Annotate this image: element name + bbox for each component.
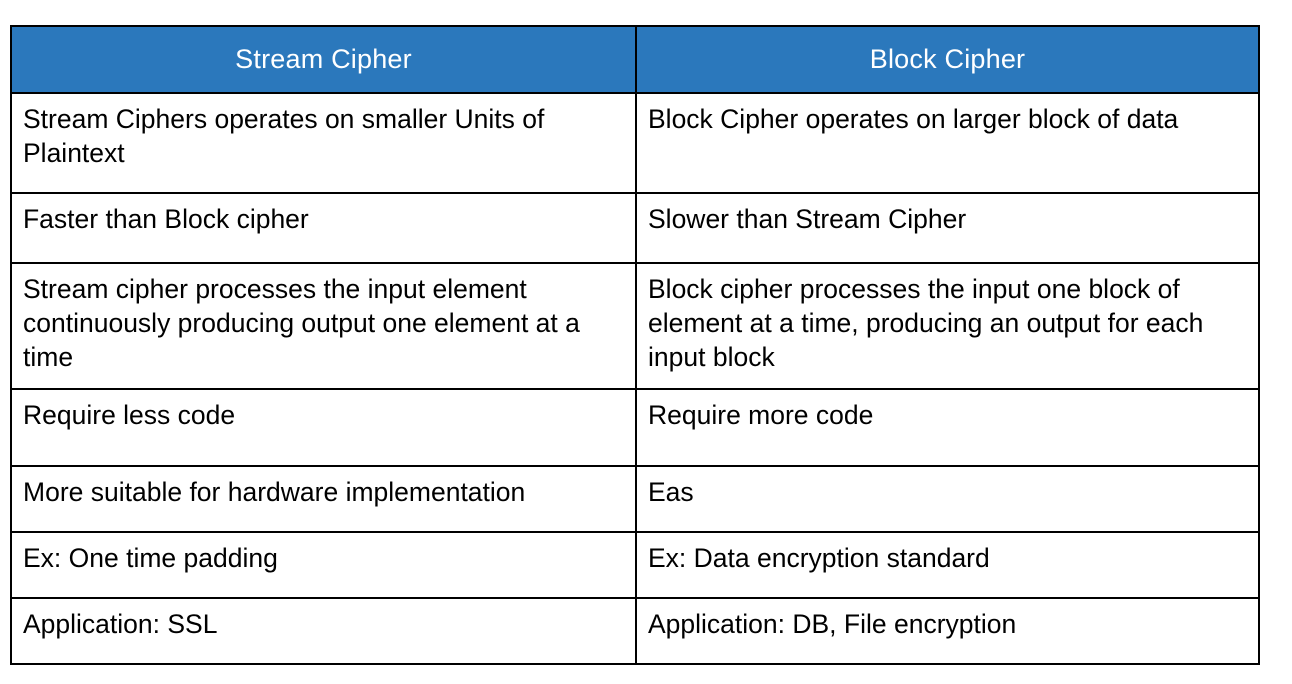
cell-stream-cipher-7: Application: SSL <box>10 597 637 665</box>
cell-block-cipher-5: Eas <box>635 465 1260 533</box>
cell-stream-cipher-6: Ex: One time padding <box>10 531 637 599</box>
table-row: Require less code Require more code <box>10 388 1260 467</box>
table-row: Application: SSL Application: DB, File e… <box>10 597 1260 665</box>
cell-block-cipher-7: Application: DB, File encryption <box>635 597 1260 665</box>
table-body: Stream Ciphers operates on smaller Units… <box>10 92 1260 665</box>
cell-stream-cipher-4: Require less code <box>10 388 637 467</box>
cell-stream-cipher-2: Faster than Block cipher <box>10 192 637 264</box>
table-row: Stream Ciphers operates on smaller Units… <box>10 92 1260 194</box>
table-row: Stream cipher processes the input elemen… <box>10 262 1260 390</box>
column-header-block-cipher: Block Cipher <box>635 25 1260 94</box>
table-header-row: Stream Cipher Block Cipher <box>10 25 1260 94</box>
cell-block-cipher-3: Block cipher processes the input one blo… <box>635 262 1260 390</box>
table-header: Stream Cipher Block Cipher <box>10 25 1260 94</box>
cell-block-cipher-6: Ex: Data encryption standard <box>635 531 1260 599</box>
cell-stream-cipher-1: Stream Ciphers operates on smaller Units… <box>10 92 637 194</box>
cell-stream-cipher-3: Stream cipher processes the input elemen… <box>10 262 637 390</box>
cell-stream-cipher-5: More suitable for hardware implementatio… <box>10 465 637 533</box>
table-row: Ex: One time padding Ex: Data encryption… <box>10 531 1260 599</box>
table-row: Faster than Block cipher Slower than Str… <box>10 192 1260 264</box>
cell-block-cipher-2: Slower than Stream Cipher <box>635 192 1260 264</box>
cell-block-cipher-1: Block Cipher operates on larger block of… <box>635 92 1260 194</box>
cipher-comparison-table: Stream Cipher Block Cipher Stream Cipher… <box>10 25 1260 665</box>
column-header-stream-cipher: Stream Cipher <box>10 25 637 94</box>
cell-block-cipher-4: Require more code <box>635 388 1260 467</box>
table-row: More suitable for hardware implementatio… <box>10 465 1260 533</box>
